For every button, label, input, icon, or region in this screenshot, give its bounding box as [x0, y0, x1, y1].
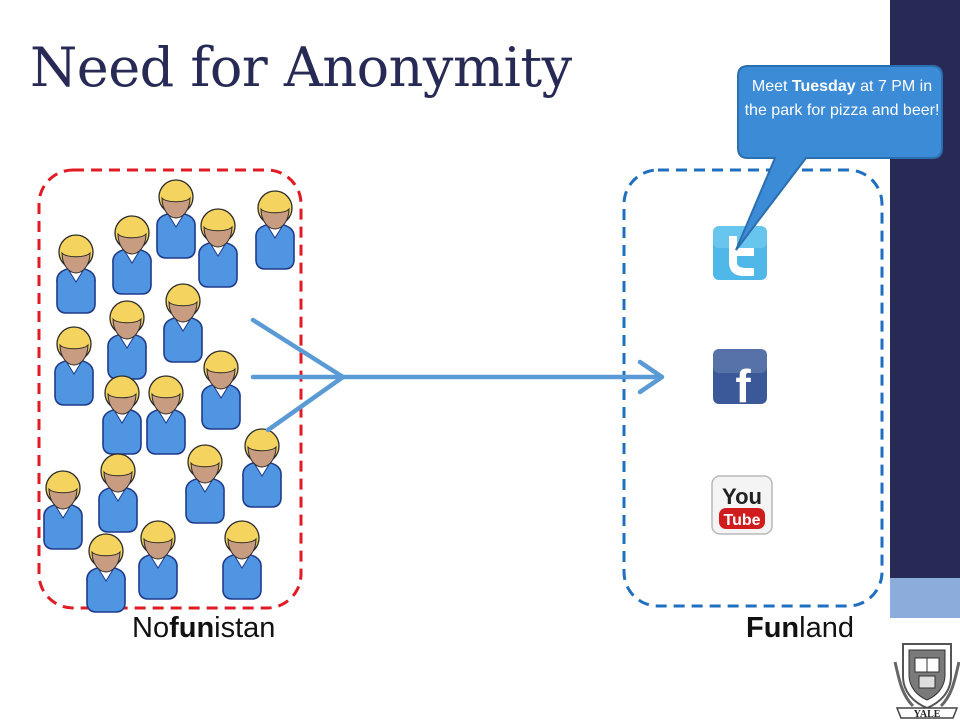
- youtube-icon: You Tube: [711, 475, 773, 535]
- funland-label: Funland: [746, 612, 854, 644]
- svg-text:YALE: YALE: [914, 709, 941, 720]
- yale-logo: YALE: [893, 643, 960, 720]
- person-icon: [163, 283, 203, 363]
- person-icon: [56, 234, 96, 314]
- twitter-icon: [713, 226, 767, 280]
- nofunistan-label: Nofunistan: [132, 612, 276, 644]
- person-icon: [201, 350, 241, 430]
- person-icon: [222, 520, 262, 600]
- sidebar-stripe: [890, 578, 960, 618]
- person-icon: [102, 375, 142, 455]
- traffic-arrow: [250, 317, 665, 433]
- person-icon: [146, 375, 186, 455]
- person-icon: [112, 215, 152, 295]
- svg-text:f: f: [735, 360, 751, 412]
- person-icon: [98, 453, 138, 533]
- svg-text:You: You: [722, 484, 762, 509]
- person-icon: [54, 326, 94, 406]
- person-icon: [185, 444, 225, 524]
- person-icon: [242, 428, 282, 508]
- svg-text:Tube: Tube: [723, 512, 760, 529]
- callout-message: Meet Tuesday at 7 PM in the park for piz…: [744, 78, 940, 119]
- person-icon: [198, 208, 238, 288]
- person-icon: [86, 533, 126, 613]
- facebook-icon: f: [713, 349, 767, 412]
- slide-title: Need for Anonymity: [30, 36, 572, 99]
- person-icon: [156, 179, 196, 259]
- crowd-of-people: [43, 179, 295, 613]
- person-icon: [43, 470, 83, 550]
- person-icon: [255, 190, 295, 270]
- person-icon: [107, 300, 147, 380]
- speech-callout: [735, 65, 943, 251]
- person-icon: [138, 520, 178, 600]
- nofunistan-boundary: [37, 168, 303, 610]
- funland-boundary: [622, 168, 884, 608]
